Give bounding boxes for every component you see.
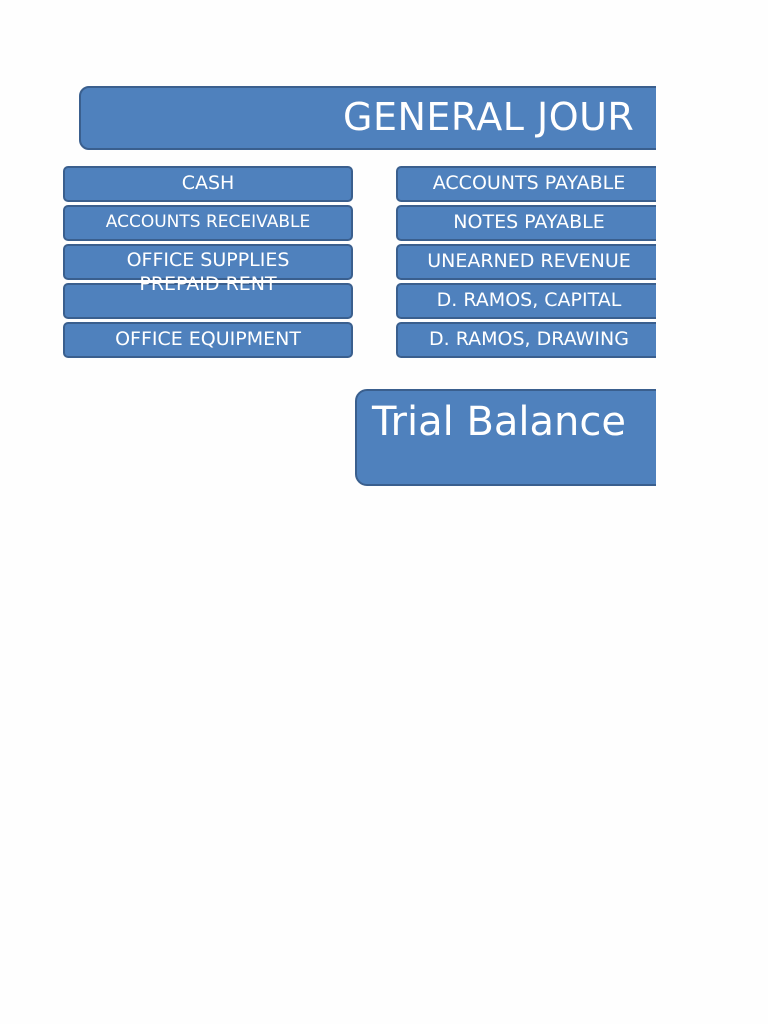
account-button-office-supplies[interactable]: OFFICE SUPPLIES xyxy=(63,244,353,280)
trial-balance-button[interactable]: Trial Balance xyxy=(355,389,656,486)
account-button-accounts-receivable[interactable]: ACCOUNTS RECEIVABLE xyxy=(63,205,353,241)
account-button-unearned-revenue[interactable]: UNEARNED REVENUE xyxy=(396,244,656,280)
account-label: D. RAMOS, DRAWING xyxy=(429,328,629,350)
account-label: ACCOUNTS PAYABLE xyxy=(432,172,626,194)
account-label: NOTES PAYABLE xyxy=(453,211,605,233)
account-button-prepaid-rent[interactable] xyxy=(63,283,353,319)
general-journal-button[interactable]: GENERAL JOUR xyxy=(79,86,656,150)
account-button-notes-payable[interactable]: NOTES PAYABLE xyxy=(396,205,656,241)
account-button-office-equipment[interactable]: OFFICE EQUIPMENT xyxy=(63,322,353,358)
account-button-accounts-payable[interactable]: ACCOUNTS PAYABLE xyxy=(396,166,656,202)
account-button-cash[interactable]: CASH xyxy=(63,166,353,202)
account-label: OFFICE EQUIPMENT xyxy=(115,328,301,350)
trial-balance-label: Trial Balance xyxy=(372,399,626,445)
account-label: ACCOUNTS RECEIVABLE xyxy=(105,212,311,232)
general-journal-label: GENERAL JOUR xyxy=(343,95,635,139)
slide-visible-region: GENERAL JOUR CASH ACCOUNTS RECEIVABLE OF… xyxy=(63,86,656,486)
account-button-drawing[interactable]: D. RAMOS, DRAWING xyxy=(396,322,656,358)
account-button-capital[interactable]: D. RAMOS, CAPITAL xyxy=(396,283,656,319)
account-label: D. RAMOS, CAPITAL xyxy=(436,289,622,311)
account-label: UNEARNED REVENUE xyxy=(427,250,631,272)
account-label: CASH xyxy=(181,172,235,194)
account-label: OFFICE SUPPLIES xyxy=(126,249,290,271)
